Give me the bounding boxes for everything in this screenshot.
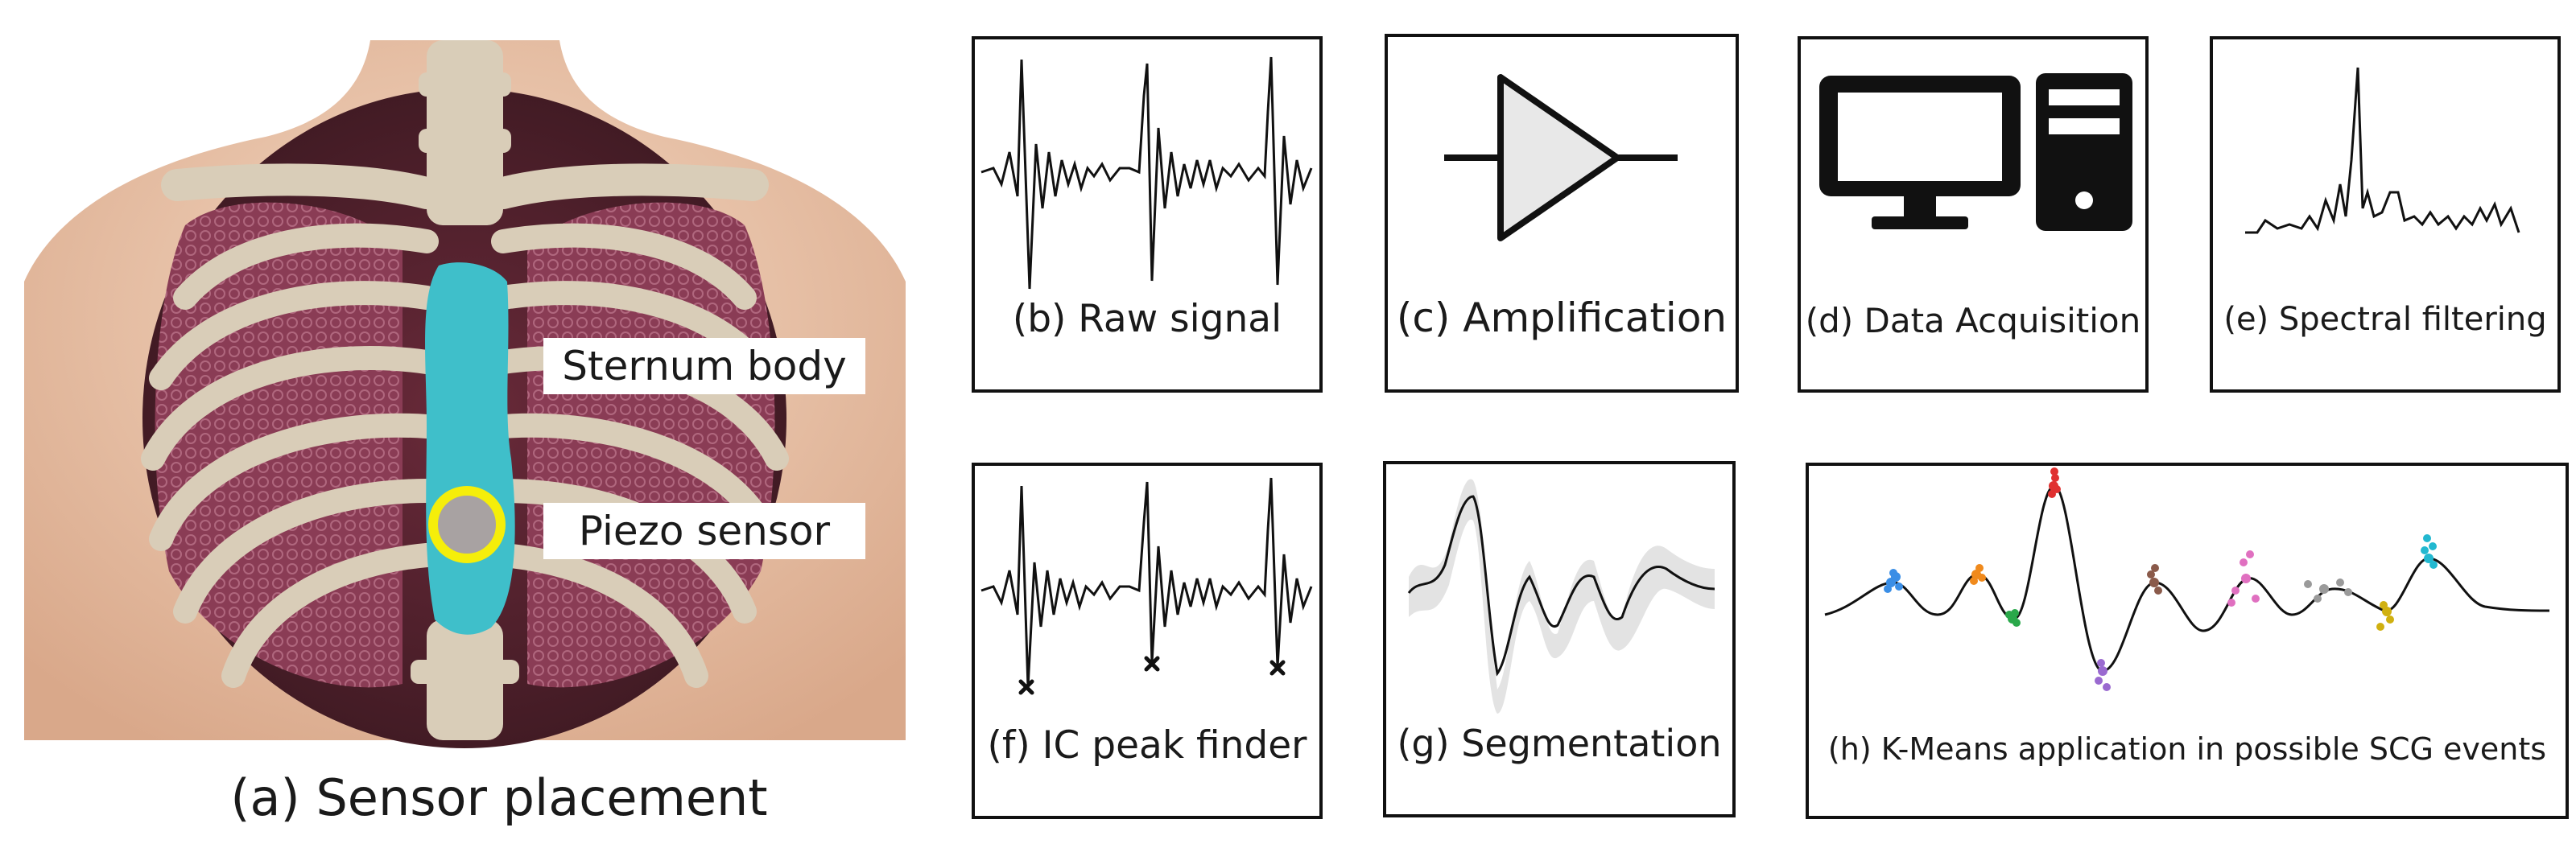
- segmentation-plot: [1407, 479, 1715, 714]
- piezo-sensor: [428, 486, 506, 563]
- amplifier-triangle-icon: [1444, 74, 1678, 241]
- panel-c-caption: (c) Amplification: [1396, 294, 1728, 341]
- panel-d-caption: (d) Data Acquisition: [1805, 301, 2141, 340]
- sternum-highlight: [425, 262, 515, 635]
- cluster-points: [1884, 467, 2438, 691]
- panel-raw-signal: (b) Raw signal: [972, 36, 1323, 393]
- raw-signal-waveform: [980, 56, 1313, 290]
- computer-monitor-icon: [1819, 76, 2021, 229]
- piezo-sensor-label: Piezo sensor: [543, 503, 865, 559]
- panel-b-caption: (b) Raw signal: [1012, 297, 1282, 341]
- kmeans-plot: [1824, 467, 2550, 691]
- computer-tower-icon: [2036, 73, 2132, 231]
- panel-g-caption: (g) Segmentation: [1397, 722, 1722, 765]
- panel-e-caption: (e) Spectral filtering: [2223, 301, 2547, 338]
- panel-spectral-filtering: (e) Spectral filtering: [2210, 36, 2561, 393]
- panel-kmeans: (h) K-Means application in possible SCG …: [1806, 463, 2569, 819]
- panel-f-caption: (f) IC peak finder: [987, 723, 1307, 768]
- panel-amplification: (c) Amplification: [1385, 34, 1739, 393]
- panel-ic-peak-finder: (f) IC peak finder: [972, 463, 1323, 819]
- panel-a-caption: (a) Sensor placement: [230, 768, 768, 827]
- panel-segmentation: (g) Segmentation: [1383, 461, 1736, 817]
- spine: [411, 40, 519, 740]
- panel-data-acquisition: (d) Data Acquisition: [1798, 36, 2149, 393]
- anatomy-illustration: [24, 40, 906, 748]
- panel-h-caption: (h) K-Means application in possible SCG …: [1827, 731, 2547, 767]
- sternum-body-label: Sternum body: [543, 338, 865, 394]
- spectrum-plot: [2245, 67, 2520, 234]
- ic-peak-waveform: [980, 477, 1313, 695]
- peak-markers: [1018, 656, 1286, 695]
